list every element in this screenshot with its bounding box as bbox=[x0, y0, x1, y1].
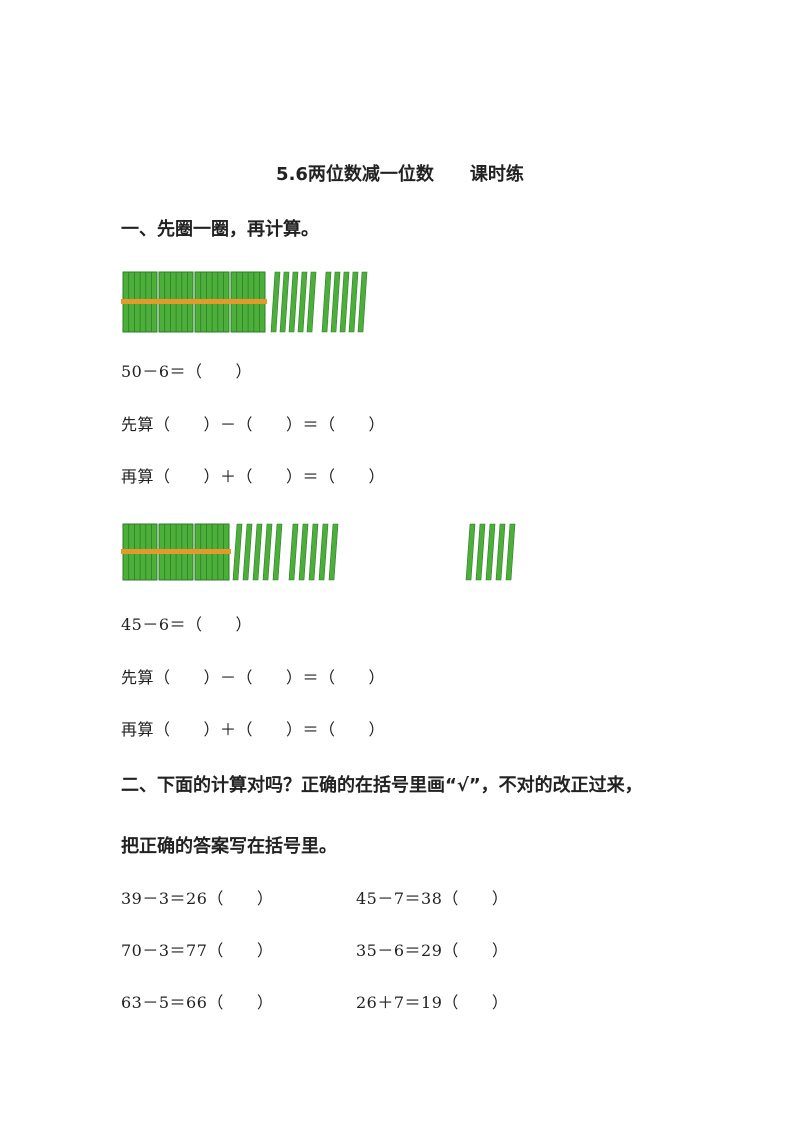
problem2-step1: 先算（ ）－（ ）＝（ ） bbox=[121, 668, 386, 687]
bundle-of-ten-icon bbox=[157, 523, 195, 581]
bundle-of-ten-icon bbox=[121, 523, 159, 581]
single-stick-icon bbox=[318, 523, 329, 581]
single-stick-icon bbox=[232, 523, 243, 581]
problem2-step2: 再算（ ）＋（ ）＝（ ） bbox=[121, 720, 386, 739]
check-item-3-left: 63－5＝66（ ） bbox=[121, 993, 274, 1012]
check-item-2-left: 70－3＝77（ ） bbox=[121, 941, 274, 960]
problem2-extra-sticks-image bbox=[465, 523, 516, 581]
single-stick-icon bbox=[288, 523, 299, 581]
section2-heading-line2: 把正确的答案写在括号里。 bbox=[121, 836, 337, 857]
check-item-1-right: 45－7＝38（ ） bbox=[356, 889, 509, 908]
problem1-equation: 50－6＝（ ） bbox=[121, 362, 253, 381]
check-item-1-left: 39－3＝26（ ） bbox=[121, 889, 274, 908]
check-item-3-right: 26＋7＝19（ ） bbox=[356, 993, 509, 1012]
single-stick-icon bbox=[475, 523, 486, 581]
single-stick-icon bbox=[242, 523, 253, 581]
single-stick-icon bbox=[262, 523, 273, 581]
single-stick-icon bbox=[279, 271, 290, 333]
bundle-of-ten-icon bbox=[121, 271, 159, 333]
single-stick-icon bbox=[328, 523, 339, 581]
single-stick-icon bbox=[495, 523, 506, 581]
problem1-step1: 先算（ ）－（ ）＝（ ） bbox=[121, 415, 386, 434]
problem2-equation: 45－6＝（ ） bbox=[121, 615, 253, 634]
single-stick-icon bbox=[505, 523, 516, 581]
single-stick-icon bbox=[306, 271, 317, 333]
problem2-sticks-image bbox=[121, 523, 339, 581]
section2-heading-line1: 二、下面的计算对吗？正确的在括号里画“√”，不对的改正过来， bbox=[121, 775, 643, 796]
single-stick-icon bbox=[297, 271, 308, 333]
single-stick-icon bbox=[308, 523, 319, 581]
problem1-step2: 再算（ ）＋（ ）＝（ ） bbox=[121, 467, 386, 486]
single-stick-icon bbox=[298, 523, 309, 581]
single-stick-icon bbox=[357, 271, 368, 333]
page-title: 5.6两位数减一位数 课时练 bbox=[276, 164, 524, 185]
single-stick-icon bbox=[485, 523, 496, 581]
single-stick-icon bbox=[321, 271, 332, 333]
single-stick-icon bbox=[339, 271, 350, 333]
check-item-2-right: 35－6＝29（ ） bbox=[356, 941, 509, 960]
bundle-of-ten-icon bbox=[193, 523, 231, 581]
single-stick-icon bbox=[330, 271, 341, 333]
section1-heading: 一、先圈一圈，再计算。 bbox=[121, 219, 319, 240]
single-stick-icon bbox=[272, 523, 283, 581]
problem1-sticks-image bbox=[121, 271, 368, 333]
bundle-of-ten-icon bbox=[157, 271, 195, 333]
single-stick-icon bbox=[465, 523, 476, 581]
single-stick-icon bbox=[270, 271, 281, 333]
single-stick-icon bbox=[348, 271, 359, 333]
single-stick-icon bbox=[288, 271, 299, 333]
bundle-of-ten-icon bbox=[229, 271, 267, 333]
bundle-of-ten-icon bbox=[193, 271, 231, 333]
single-stick-icon bbox=[252, 523, 263, 581]
